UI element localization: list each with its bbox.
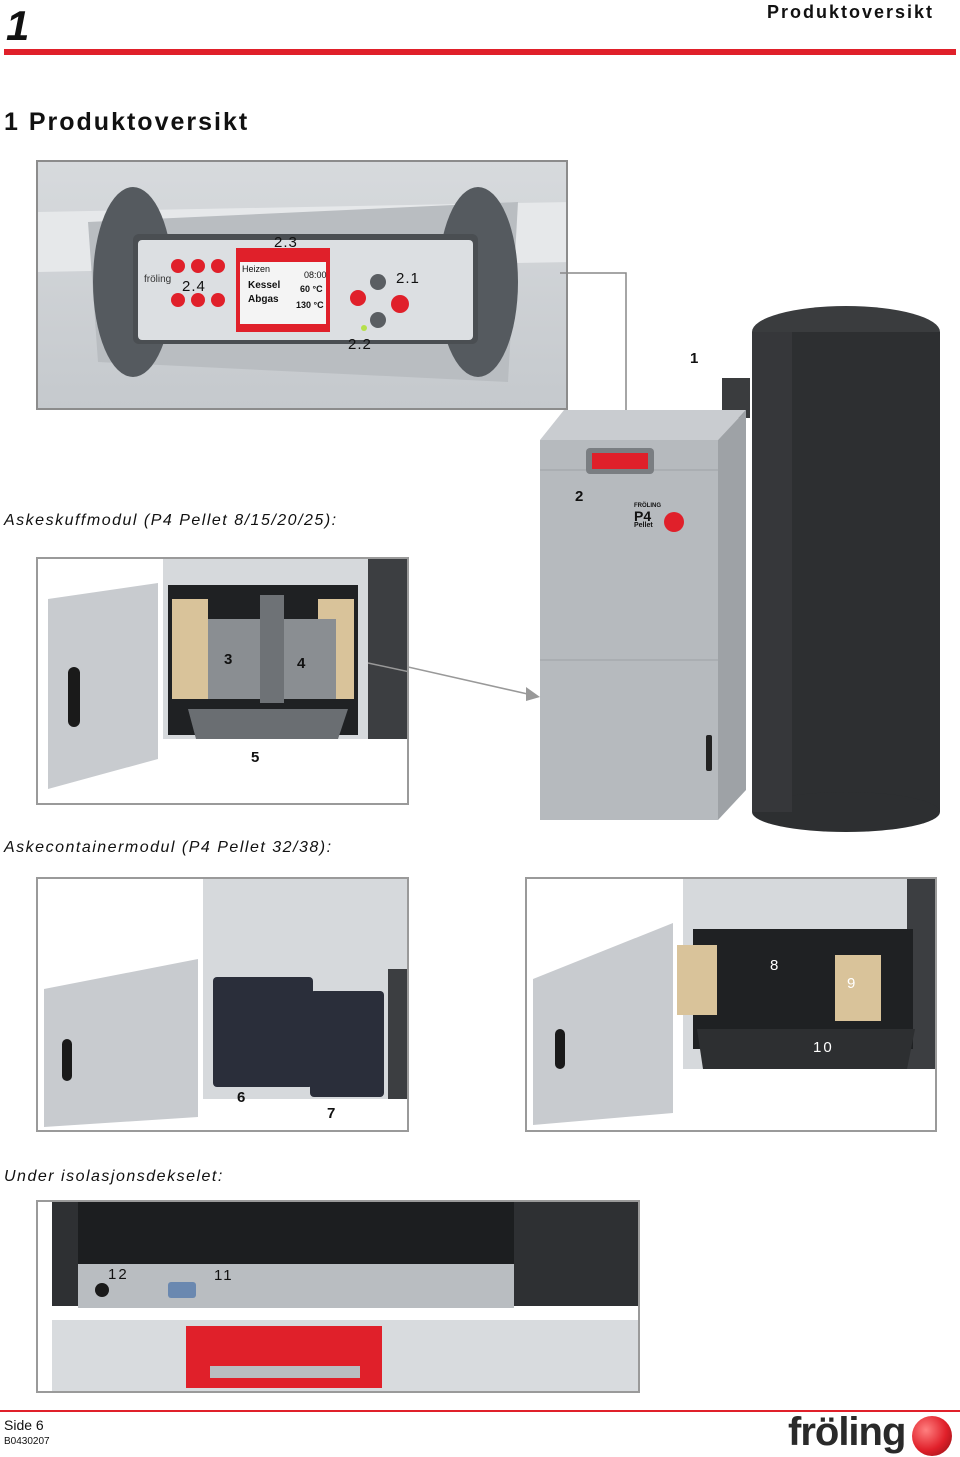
callout-2: 2 [575, 488, 584, 505]
froling-logo-ball-icon [912, 1416, 952, 1456]
display-row1-label: Kessel [248, 280, 281, 291]
ash-container-open-figure: 8 9 10 [525, 877, 937, 1132]
callout-4: 4 [297, 655, 306, 672]
control-panel-closeup: fröling Heizen 08:00 Kessel 60 °C Abgas … [36, 160, 568, 410]
callout-2-3: 2.3 [274, 234, 298, 251]
display-row1-value: 60 °C [300, 284, 323, 294]
callout-12: 12 [108, 1266, 129, 1283]
callout-3: 3 [224, 651, 233, 668]
caption-ash-container: Askecontainermodul (P4 Pellet 32/38): [4, 839, 333, 856]
callout-11: 11 [214, 1267, 234, 1284]
ash-drawer-pointer [408, 666, 540, 701]
callout-2-4: 2.4 [182, 278, 206, 295]
section-heading: 1 Produktoversikt [4, 108, 250, 136]
callout-2-2: 2.2 [348, 336, 372, 353]
callout-9: 9 [847, 975, 856, 992]
boiler-brand: FRÖLING [634, 503, 661, 509]
callout-7: 7 [327, 1105, 336, 1122]
ash-container-closed-figure: 6 7 [36, 877, 409, 1132]
footer-rule [0, 1410, 960, 1412]
callout-2-1: 2.1 [396, 270, 420, 287]
caption-under-cover: Under isolasjonsdekselet: [4, 1168, 224, 1185]
callout-5: 5 [251, 749, 260, 766]
chapter-number: 1 [6, 2, 30, 49]
callout-6: 6 [237, 1089, 246, 1106]
ash-drawer-figure: 3 4 5 [36, 557, 409, 805]
header-title: Produktoversikt [766, 2, 934, 22]
document-number: B0430207 [4, 1436, 50, 1447]
callout-10: 10 [813, 1039, 834, 1056]
header-rule [4, 49, 956, 55]
control-panel-illustration [38, 187, 566, 382]
caption-ash-drawer: Askeskuffmodul (P4 Pellet 8/15/20/25): [4, 512, 338, 529]
callout-1: 1 [690, 350, 699, 367]
froling-logo: fröling [788, 1410, 906, 1454]
page-number: Side 6 [4, 1417, 44, 1433]
panel-brand: fröling [144, 274, 172, 285]
display-time: 08:00 [304, 270, 327, 280]
display-row2-label: Abgas [248, 294, 279, 305]
callout-8: 8 [770, 957, 779, 974]
boiler-illustration: FRÖLING P4 Pellet [536, 300, 946, 840]
display-row2-value: 130 °C [296, 300, 324, 310]
under-cover-figure: 12 11 [36, 1200, 640, 1393]
boiler-model: P4 [634, 508, 652, 524]
display-mode: Heizen [242, 264, 271, 274]
boiler-model-sub: Pellet [634, 522, 653, 529]
